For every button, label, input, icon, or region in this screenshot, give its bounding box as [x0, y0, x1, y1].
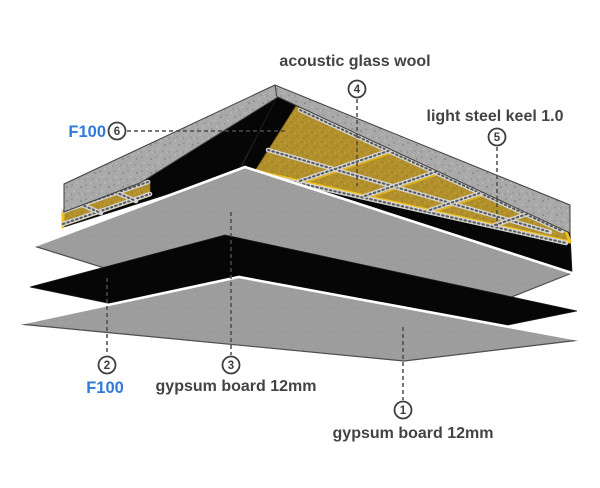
label-gypsum-board-middle: gypsum board 12mm: [156, 378, 317, 395]
callout-5: 5: [487, 127, 507, 147]
callout-circle-1: [393, 400, 413, 420]
callout-number-2: 2: [104, 360, 110, 372]
gypsum-board-bottom: [17, 275, 582, 362]
callout-circle-2: [97, 355, 117, 375]
callout-2: 2: [97, 355, 117, 375]
callout-3: 3: [221, 355, 241, 375]
label-f100-upper: F100: [68, 123, 106, 141]
callout-circle-3: [221, 355, 241, 375]
callout-circle-6: [107, 121, 127, 141]
callout-number-4: 4: [354, 84, 361, 96]
callout-4: 4: [347, 79, 367, 99]
callout-number-3: 3: [228, 360, 234, 372]
callout-1: 1: [393, 400, 413, 420]
concrete-slab: [63, 84, 571, 234]
label-f100-lower: F100: [86, 379, 124, 397]
callout-number-5: 5: [494, 132, 501, 144]
callout-circle-5: [487, 127, 507, 147]
label-gypsum-board-bottom: gypsum board 12mm: [333, 425, 494, 442]
label-light-steel-keel: light steel keel 1.0: [427, 108, 564, 125]
label-acoustic-glass-wool: acoustic glass wool: [279, 53, 430, 70]
callout-number-6: 6: [114, 126, 120, 138]
slab-corner-seam: [274, 84, 278, 98]
callout-6: 6: [107, 121, 127, 141]
callout-number-1: 1: [400, 405, 407, 417]
callout-circle-4: [347, 79, 367, 99]
leader-lines: [106, 99, 498, 400]
ceiling-slab-assembly: [60, 84, 573, 273]
